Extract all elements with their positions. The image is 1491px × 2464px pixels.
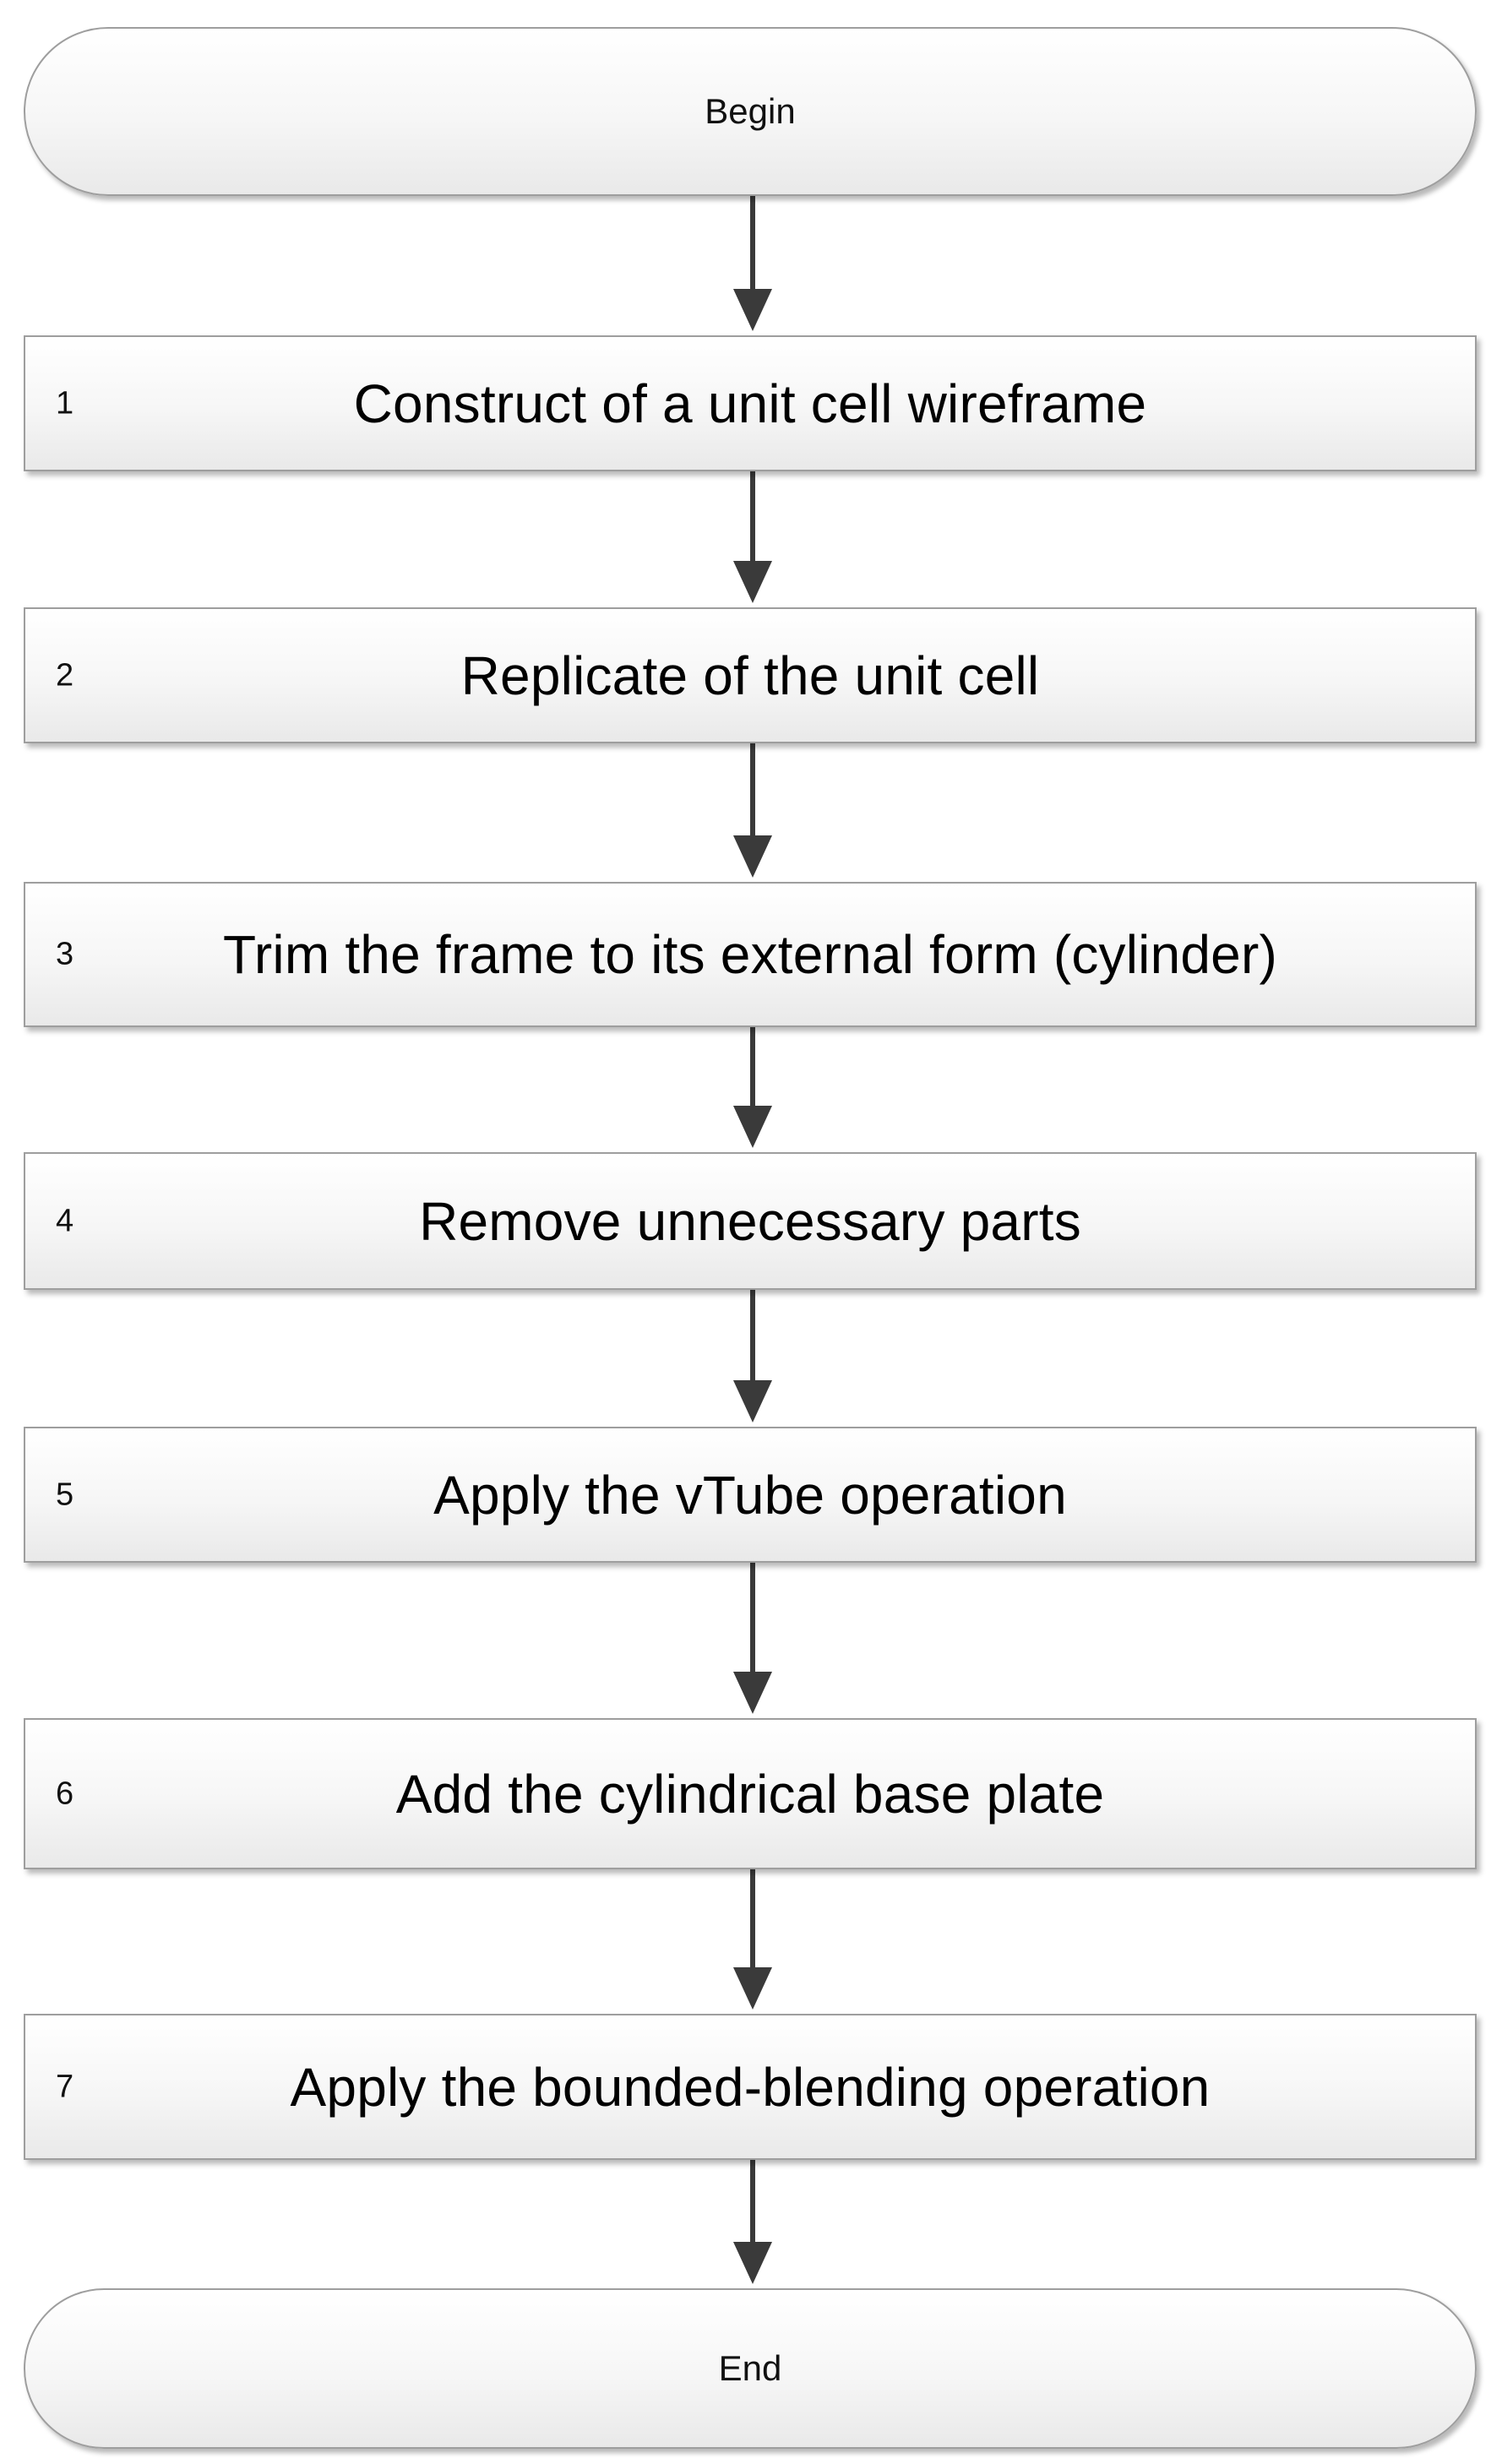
step-4-label: Remove unnecessary parts [419, 1190, 1081, 1252]
arrow-step-2-to-step-3 [733, 743, 772, 878]
arrow-step-6-to-step-7 [733, 1869, 772, 2010]
step-2-box: 2 Replicate of the unit cell [24, 607, 1477, 743]
begin-terminal: Begin [24, 27, 1477, 196]
arrow-step-4-to-step-5 [733, 1290, 772, 1422]
arrow-step-3-to-step-4 [733, 1027, 772, 1148]
step-3-label: Trim the frame to its external form (cyl… [222, 924, 1277, 985]
step-5-label: Apply the vTube operation [433, 1464, 1067, 1526]
end-label: End [718, 2348, 782, 2388]
step-3-number: 3 [56, 936, 74, 972]
step-1-box: 1 Construct of a unit cell wireframe [24, 335, 1477, 471]
step-4-number: 4 [56, 1203, 74, 1238]
arrow-step-7-to-end [733, 2160, 772, 2284]
step-6-box: 6 Add the cylindrical base plate [24, 1718, 1477, 1869]
step-2-label: Replicate of the unit cell [460, 645, 1040, 706]
step-4-box: 4 Remove unnecessary parts [24, 1152, 1477, 1290]
begin-label: Begin [705, 91, 796, 131]
step-6-label: Add the cylindrical base plate [395, 1763, 1105, 1825]
step-5-box: 5 Apply the vTube operation [24, 1427, 1477, 1563]
step-6-number: 6 [56, 1776, 74, 1811]
step-7-label: Apply the bounded-blending operation [290, 2056, 1211, 2118]
step-7-box: 7 Apply the bounded-blending operation [24, 2014, 1477, 2160]
arrow-step-1-to-step-2 [733, 471, 772, 603]
step-1-number: 1 [56, 385, 74, 421]
arrow-begin-to-step-1 [733, 196, 772, 331]
end-terminal: End [24, 2288, 1477, 2449]
step-2-number: 2 [56, 657, 74, 693]
step-3-box: 3 Trim the frame to its external form (c… [24, 882, 1477, 1027]
arrow-step-5-to-step-6 [733, 1563, 772, 1714]
step-1-label: Construct of a unit cell wireframe [353, 373, 1147, 434]
step-5-number: 5 [56, 1477, 74, 1512]
step-7-number: 7 [56, 2069, 74, 2104]
